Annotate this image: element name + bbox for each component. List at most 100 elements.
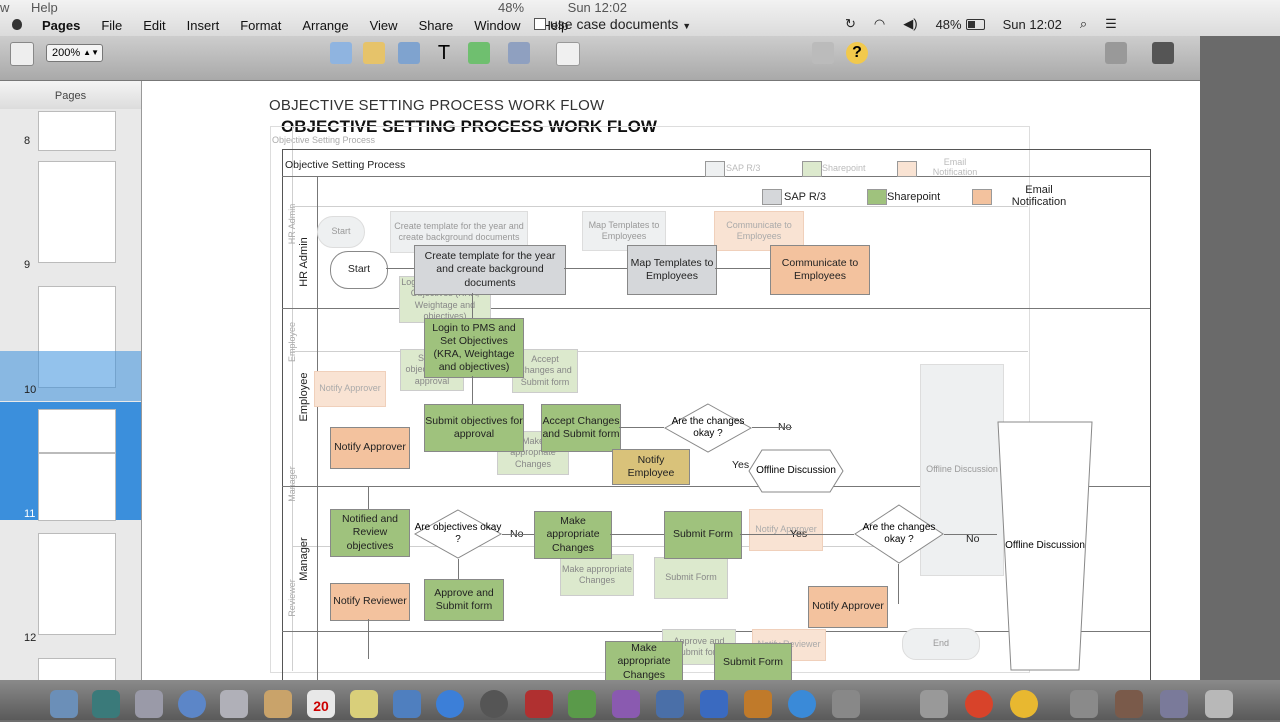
notified-objectives-node[interactable]: Notified and Review objectives	[330, 509, 410, 557]
ibooks-icon[interactable]	[744, 690, 772, 718]
menu-share[interactable]: Share	[418, 17, 454, 33]
menu-file[interactable]: File	[101, 17, 123, 33]
connector	[898, 564, 899, 604]
accept-changes-node[interactable]: Accept Changes and Submit form	[541, 404, 621, 452]
keynote-icon[interactable]	[612, 690, 640, 718]
sync-icon[interactable]: ↻	[845, 16, 856, 31]
notify-employee-node[interactable]: Notify Employee	[612, 449, 690, 485]
pages-icon[interactable]	[656, 690, 684, 718]
wifi-icon[interactable]: ◠	[873, 16, 886, 31]
menu-format[interactable]: Format	[240, 17, 282, 33]
ghost-legend-swatch	[897, 161, 917, 177]
offline-discussion-node[interactable]: Offline Discussion	[748, 449, 844, 493]
itunes-icon[interactable]	[393, 690, 421, 718]
finder-icon[interactable]	[50, 690, 78, 718]
lane-divider	[282, 486, 1150, 487]
chart-icon[interactable]	[398, 42, 420, 64]
photo-booth-icon[interactable]	[525, 690, 553, 718]
search-icon[interactable]: ⌕	[1079, 16, 1088, 31]
facetime-icon[interactable]	[480, 690, 508, 718]
notify-approver-node[interactable]: Notify Approver	[330, 427, 410, 469]
page-thumbnail[interactable]	[38, 658, 116, 680]
page-thumbnail[interactable]	[38, 111, 116, 151]
notify-reviewer-node[interactable]: Notify Reviewer	[330, 583, 410, 621]
share-icon[interactable]	[812, 42, 834, 64]
preferences-icon[interactable]	[832, 690, 860, 718]
connector	[368, 486, 369, 509]
media-icon[interactable]	[508, 42, 530, 64]
folder-icon[interactable]	[1160, 690, 1188, 718]
ghost-end: End	[902, 628, 980, 660]
menu-insert[interactable]: Insert	[186, 17, 220, 33]
connector	[368, 619, 369, 659]
ghost-status: 48% Sun 12:02	[498, 0, 627, 15]
menu-arrange[interactable]: Arrange	[302, 17, 349, 33]
changes-okay-decision-manager[interactable]: Are the changes okay ?	[854, 504, 944, 564]
app-store-icon[interactable]	[788, 690, 816, 718]
make-changes-node[interactable]: Make appropriate Changes	[534, 511, 612, 559]
make-changes-node-reviewer[interactable]: Make appropriate Changes	[605, 641, 683, 680]
view-icon[interactable]	[10, 42, 34, 66]
photo-icon[interactable]	[92, 690, 120, 718]
tips-icon[interactable]: ?	[846, 42, 868, 64]
page-thumbnail[interactable]	[38, 161, 116, 263]
communicate-node[interactable]: Communicate to Employees	[770, 245, 870, 295]
map-templates-node[interactable]: Map Templates to Employees	[627, 245, 717, 295]
sections-icon[interactable]	[330, 42, 352, 64]
ghost-menu-item-w: w	[0, 0, 10, 15]
page-number: 9	[24, 259, 31, 271]
menu-app-pages[interactable]: Pages	[42, 17, 81, 33]
contacts-icon[interactable]	[264, 690, 292, 718]
changes-okay-decision[interactable]: Are the changes okay ?	[664, 403, 752, 453]
offline-discussion-manager-node[interactable]: Offline Discussion	[997, 421, 1093, 671]
shapes-icon[interactable]	[468, 42, 490, 64]
page-thumbnail[interactable]	[38, 409, 116, 453]
submit-form-node-reviewer[interactable]: Submit Form	[714, 643, 792, 680]
numbers-icon[interactable]	[568, 690, 596, 718]
page-thumbnail[interactable]	[38, 453, 116, 521]
menu-window[interactable]: Window	[474, 17, 521, 33]
objectives-okay-decision[interactable]: Are objectives okay ?	[414, 509, 502, 559]
submit-objectives-node[interactable]: Submit objectives for approval	[424, 404, 524, 452]
messages-icon[interactable]	[436, 690, 464, 718]
menu-view[interactable]: View	[369, 17, 398, 33]
zoom-select[interactable]: 200%▲▼	[46, 44, 103, 62]
folder-icon[interactable]	[1115, 690, 1143, 718]
calendar-icon[interactable]: 20	[307, 690, 335, 718]
document-title-menu[interactable]: use case documents ▼	[534, 16, 691, 32]
app-icon[interactable]	[1010, 690, 1038, 718]
text-icon[interactable]: T	[437, 42, 451, 64]
notes-icon[interactable]	[350, 690, 378, 718]
connector	[610, 534, 664, 535]
submit-form-node[interactable]: Submit Form	[664, 511, 742, 559]
start-node[interactable]: Start	[330, 251, 388, 289]
comment-icon[interactable]	[556, 42, 580, 66]
login-pms-node[interactable]: Login to PMS and Set Objectives (KRA, We…	[424, 318, 524, 378]
page-thumbnail[interactable]	[38, 533, 116, 635]
app-icon[interactable]	[920, 690, 948, 718]
inspector-icon[interactable]	[1105, 42, 1127, 64]
app-icon[interactable]	[700, 690, 728, 718]
chrome-icon[interactable]	[965, 690, 993, 718]
notify-approver-node-manager[interactable]: Notify Approver	[808, 586, 888, 628]
folder-icon[interactable]	[1070, 690, 1098, 718]
launchpad-icon[interactable]	[135, 690, 163, 718]
menu-help[interactable]: Help	[541, 17, 569, 33]
menu-edit[interactable]: Edit	[143, 17, 166, 33]
clock[interactable]: Sun 12:02	[1002, 16, 1062, 32]
chevron-down-icon: ▲▼	[83, 48, 99, 57]
create-template-node[interactable]: Create template for the year and create …	[414, 245, 566, 295]
media-browser-icon[interactable]	[1152, 42, 1174, 64]
volume-icon[interactable]: ◀)	[903, 16, 918, 31]
table-icon[interactable]	[363, 42, 385, 64]
legend-swatch-sharepoint	[867, 189, 887, 205]
apple-icon[interactable]	[8, 18, 34, 32]
safari-icon[interactable]	[178, 690, 206, 718]
approve-submit-node[interactable]: Approve and Submit form	[424, 579, 504, 621]
trash-icon[interactable]	[1205, 690, 1233, 718]
ghost-submit-form: Submit Form	[654, 557, 728, 599]
document-canvas[interactable]: OBJECTIVE SETTING PROCESS WORK FLOW OBJE…	[142, 81, 1200, 680]
mail-icon[interactable]	[220, 690, 248, 718]
battery-icon[interactable]	[965, 18, 985, 30]
list-icon[interactable]: ☰	[1105, 16, 1117, 31]
